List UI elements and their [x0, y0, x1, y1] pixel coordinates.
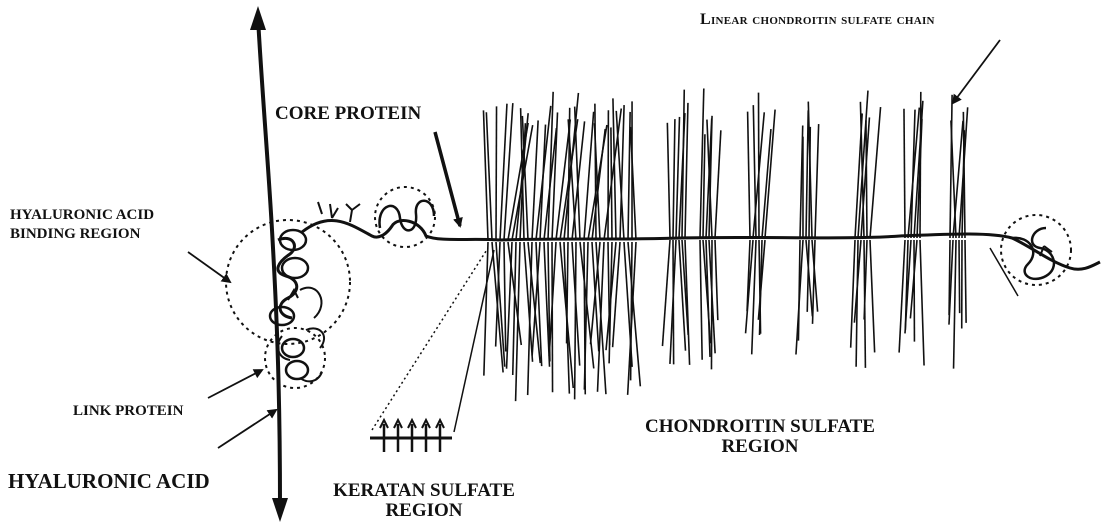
chondroitin-chain: [611, 127, 612, 240]
chondroitin-chain: [959, 240, 960, 313]
chondroitin-chain: [552, 112, 558, 240]
chondroitin-chain: [715, 130, 721, 238]
chondroitin-chain: [662, 240, 670, 346]
chondroitin-chain: [504, 242, 506, 351]
keratan-label-line1: KERATAN SULFATE: [304, 481, 544, 501]
chondroitin-chain: [685, 103, 688, 238]
keratan-label: KERATAN SULFATE REGION: [304, 481, 544, 521]
chondroitin-chain: [613, 242, 620, 347]
chondroitin-chain: [584, 112, 594, 240]
chondroitin-chain: [676, 117, 680, 238]
chondroitin-chain: [911, 110, 915, 238]
chondroitin-chain: [700, 240, 702, 360]
chondroitin-chain: [575, 242, 576, 399]
chondroitin-chain: [484, 242, 488, 376]
chondroitin-chain: [682, 90, 684, 238]
chondroitin-chain: [866, 120, 867, 238]
chondroitin-chain: [899, 240, 905, 353]
chondroitin-chain: [758, 93, 759, 238]
chondroitin-chain: [965, 240, 966, 323]
keratan-label-line2: REGION: [304, 501, 544, 521]
cs-region-label: CHONDROITIN SULFATE REGION: [610, 417, 910, 457]
chondroitin-chain: [951, 120, 956, 238]
chondroitin-chains-lower: [484, 240, 966, 401]
core-protein-label: CORE PROTEIN: [275, 104, 421, 124]
binding-region-circle: [226, 220, 350, 344]
binding-region-label: HYALURONIC ACID BINDING REGION: [10, 208, 154, 243]
chondroitin-chain: [748, 112, 750, 238]
link-protein-label: LINK PROTEIN: [73, 404, 183, 420]
hyaluronic-acid-label: HYALURONIC ACID: [8, 470, 210, 492]
chondroitin-chain: [513, 242, 516, 375]
chondroitin-chain: [950, 95, 952, 238]
chondroitin-chain: [711, 240, 712, 369]
chondroitin-chain: [715, 240, 718, 320]
chondroitin-chain-label: Linear chondroitin sulfate chain: [700, 12, 935, 29]
chondroitin-chain: [628, 112, 630, 240]
chondroitin-chain: [703, 134, 705, 238]
cs-region-label-line2: REGION: [610, 437, 910, 457]
chondroitin-chain: [673, 119, 675, 238]
chondroitin-chain: [806, 110, 808, 238]
chondroitin-chain: [815, 124, 819, 238]
label-arrows: [188, 40, 1018, 448]
chondroitin-chain: [540, 125, 546, 240]
chondroitin-chain: [920, 92, 921, 238]
chondroitin-chain: [679, 240, 686, 351]
chondroitin-chain: [870, 107, 881, 238]
keratan-inset: [370, 248, 494, 452]
chondroitin-chain: [920, 240, 924, 365]
cs-region-label-line1: CHONDROITIN SULFATE: [610, 417, 910, 437]
chondroitin-chain: [496, 106, 497, 240]
chondroitin-chain: [870, 240, 875, 352]
chondroitin-chain: [904, 109, 905, 238]
binding-region-label-line2: BINDING REGION: [10, 227, 154, 243]
chondroitin-chain: [851, 240, 855, 348]
chondroitin-chains-upper: [483, 89, 967, 240]
chondroitin-chain: [954, 240, 956, 369]
link-protein-circle: [265, 328, 325, 388]
chondroitin-chain: [507, 242, 512, 369]
binding-region-label-line1: HYALURONIC ACID: [10, 208, 154, 224]
chondroitin-chain: [516, 242, 520, 401]
chondroitin-chain: [667, 123, 670, 238]
